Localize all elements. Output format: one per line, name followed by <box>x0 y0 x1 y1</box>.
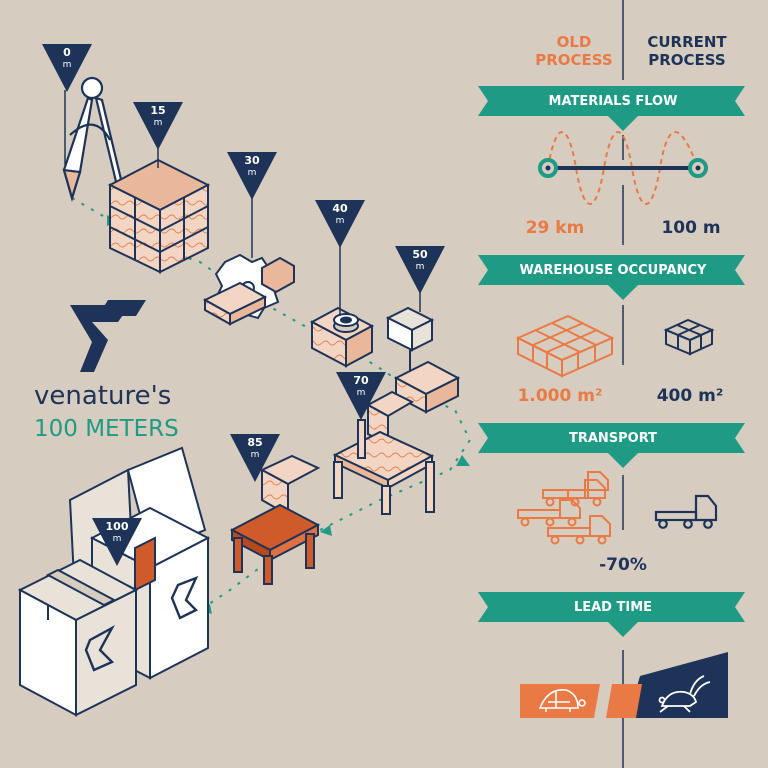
sanding-spool-icon <box>309 306 375 368</box>
marker-40m <box>315 200 365 316</box>
marker-70m <box>336 372 386 420</box>
distance-markers <box>42 44 445 566</box>
marker-0m <box>42 44 92 165</box>
marker-label-70: 70 m <box>336 375 386 399</box>
marker-label-15: 15 m <box>133 105 183 129</box>
transport-current-icon <box>654 494 718 529</box>
warehouse-current-icon <box>663 318 715 356</box>
raw-chair-icon <box>332 390 435 515</box>
marker-label-0: 0 m <box>42 47 92 71</box>
painted-chair-icon <box>229 454 321 585</box>
marker-unit: m <box>356 388 366 398</box>
marker-label-50: 50 m <box>395 249 445 273</box>
marker-100m <box>92 518 142 566</box>
turtle-icon <box>538 689 586 712</box>
warehouse-title: WAREHOUSE OCCUPANCY <box>519 263 707 278</box>
marker-value: 70 <box>353 374 369 387</box>
drill-press-icon <box>385 306 461 414</box>
marker-label-85: 85 m <box>230 437 280 461</box>
compass-icon <box>62 76 126 202</box>
marker-15m <box>133 102 183 168</box>
wood-block-stack-icon <box>107 158 211 274</box>
shipping-box-icon <box>17 446 211 717</box>
marker-value: 85 <box>247 436 263 449</box>
old-process-line1: OLD <box>556 33 592 51</box>
current-process-line2: PROCESS <box>648 51 726 69</box>
marker-value: 50 <box>412 248 428 261</box>
old-process-header: OLD PROCESS <box>528 33 620 69</box>
marker-unit: m <box>250 450 260 460</box>
banners <box>478 86 745 637</box>
brand-name: venature's <box>34 381 172 411</box>
marker-50m <box>395 246 445 312</box>
marker-unit: m <box>62 60 72 70</box>
venature-v-logo-icon <box>70 300 146 372</box>
materials-flow-current-value: 100 m <box>661 218 721 238</box>
marker-unit: m <box>112 534 122 544</box>
marker-value: 40 <box>332 202 348 215</box>
marker-30m <box>227 152 277 258</box>
marker-value: 100 <box>105 520 129 533</box>
transport-change-value: -70% <box>599 555 647 575</box>
marker-value: 0 <box>63 46 71 59</box>
marker-label-30: 30 m <box>227 155 277 179</box>
current-process-header: CURRENT PROCESS <box>632 33 742 69</box>
warehouse-old-icon <box>515 314 615 378</box>
marker-unit: m <box>247 168 257 178</box>
rabbit-icon <box>658 675 711 713</box>
transport-title: TRANSPORT <box>568 431 658 446</box>
materials-flow-icon <box>538 131 708 205</box>
marker-unit: m <box>153 118 163 128</box>
transport-old-icon <box>517 471 611 545</box>
marker-label-100: 100 m <box>92 521 142 545</box>
warehouse-current-value: 400 m² <box>656 386 724 406</box>
current-process-line1: CURRENT <box>647 33 727 51</box>
marker-unit: m <box>415 262 425 272</box>
old-process-line2: PROCESS <box>535 51 613 69</box>
materials-flow-old-value: 29 km <box>525 218 585 238</box>
lead-time-title: LEAD TIME <box>573 600 653 615</box>
materials-flow-title: MATERIALS FLOW <box>548 94 678 109</box>
brand-subtitle: 100 METERS <box>34 416 179 442</box>
lead-time-bar <box>520 652 728 718</box>
warehouse-old-value: 1.000 m² <box>517 386 603 406</box>
marker-value: 30 <box>244 154 260 167</box>
circular-saw-icon <box>202 253 295 326</box>
marker-label-40: 40 m <box>315 203 365 227</box>
marker-unit: m <box>335 216 345 226</box>
marker-value: 15 <box>150 104 166 117</box>
marker-85m <box>230 434 280 482</box>
